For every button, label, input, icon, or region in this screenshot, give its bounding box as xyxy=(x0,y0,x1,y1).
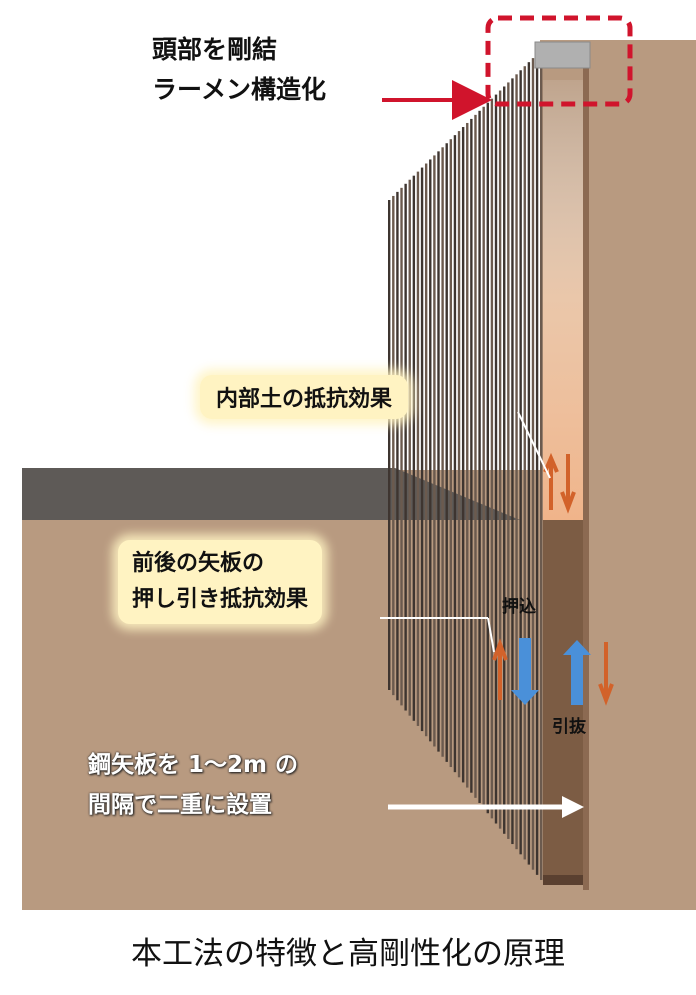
rigid-head-line1: 頭部を剛結 xyxy=(152,35,278,64)
figure-caption: 本工法の特徴と高剛性化の原理 xyxy=(131,936,565,972)
sheet-pile-strip xyxy=(478,110,481,803)
spacing-label: 鋼矢板を 1～2m の 間隔で二重に設置 xyxy=(88,745,298,825)
sheet-pile-strip xyxy=(437,151,440,752)
push-label: 押込 xyxy=(502,597,536,617)
sheet-pile-strip xyxy=(531,58,535,870)
sheet-pile-strip xyxy=(466,122,469,788)
spacing-line1: 鋼矢板を 1～2m の xyxy=(88,752,298,778)
sheet-pile-strip xyxy=(523,66,526,860)
rigid-head-label: 頭部を剛結 ラーメン構造化 xyxy=(152,30,326,110)
spacing-line2: 間隔で二重に設置 xyxy=(88,792,272,818)
pushpull-text-line1: 前後の矢板の xyxy=(132,551,265,576)
excavation-floor xyxy=(22,468,520,520)
head-cap xyxy=(534,41,591,69)
sheet-pile-strip xyxy=(416,171,420,726)
rear-pile-arrows xyxy=(563,640,614,706)
sheet-pile-strip xyxy=(396,191,399,701)
rear-sheet-pile xyxy=(583,60,589,890)
front-sheet-pile-wall xyxy=(388,50,543,880)
inner-resistance-arrows xyxy=(543,452,576,514)
sheet-pile-strip xyxy=(515,74,518,850)
pit-bottom xyxy=(543,875,583,885)
sheet-pile-strip xyxy=(453,135,457,773)
inner-soil-callout: 内部土の抵抗効果 xyxy=(200,375,409,419)
inner-soil-text: 内部土の抵抗効果 xyxy=(216,387,393,412)
sheet-pile-strip xyxy=(482,106,485,809)
sheet-pile-strip xyxy=(498,90,502,829)
spacing-arrow xyxy=(388,796,584,818)
sheet-pile-strip xyxy=(388,200,391,690)
sheet-pile-strip xyxy=(540,50,543,880)
inner-soil-column xyxy=(543,80,583,520)
sheet-pile-strip xyxy=(494,94,498,824)
sheet-pile-strip xyxy=(507,82,510,839)
sheet-pile-strip xyxy=(511,78,514,845)
sheet-pile-strip xyxy=(490,98,494,819)
sheet-pile-strip xyxy=(461,127,465,783)
sheet-pile-strip xyxy=(449,139,453,768)
inner-soil-leader xyxy=(517,411,551,479)
pushpull-callout: 前後の矢板の 押し引き抵抗効果 xyxy=(118,540,323,624)
sheet-pile-strip xyxy=(408,179,411,716)
pushpull-leader-down xyxy=(487,617,495,653)
sheet-pile-strip xyxy=(404,183,407,711)
sheet-pile-strip xyxy=(420,167,424,732)
sheet-pile-strip xyxy=(486,102,489,814)
sheet-pile-strip xyxy=(527,62,531,865)
sheet-pile-strip xyxy=(424,163,428,737)
front-pile-arrows xyxy=(492,638,539,705)
rigid-head-line2: ラーメン構造化 xyxy=(152,75,327,104)
sheet-pile-strip xyxy=(457,131,461,778)
sheet-pile-strip xyxy=(441,147,444,757)
pushpull-text-line2: 押し引き抵抗効果 xyxy=(132,587,309,612)
sheet-pile-strip xyxy=(519,70,522,855)
sheet-pile-strip xyxy=(433,155,436,747)
sheet-pile-strip xyxy=(470,118,473,793)
sheet-pile-strip xyxy=(503,86,506,834)
sheet-pile-strip xyxy=(445,143,448,762)
sheet-pile-strip xyxy=(412,175,416,721)
pull-label: 引抜 xyxy=(552,717,586,737)
sheet-pile-strip xyxy=(535,54,539,875)
sheet-pile-strip xyxy=(429,159,432,742)
sheet-pile-strip xyxy=(400,187,403,706)
sheet-pile-strip xyxy=(474,114,477,798)
sheet-pile-strip xyxy=(392,195,395,696)
